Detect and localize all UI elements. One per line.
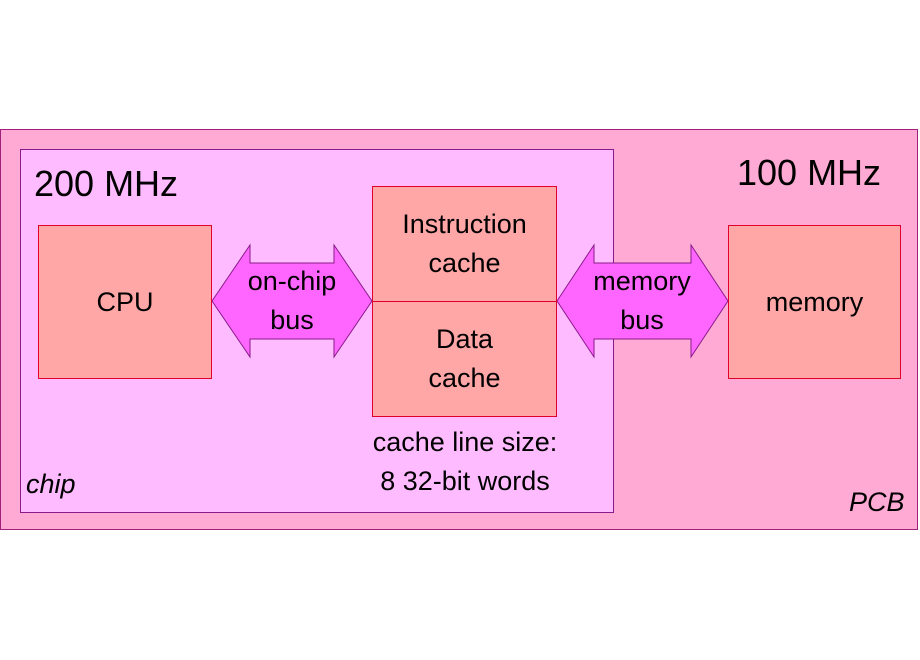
memory-block: memory [728, 225, 901, 379]
pcb-frequency: 100 MHz [737, 152, 882, 193]
on-chip-bus-label: on-chip bus [247, 266, 337, 335]
data-cache-block: Data cache [372, 301, 557, 417]
memory-bus-label: memory bus [593, 266, 691, 335]
cache-line-note: cache line size: 8 32-bit words [372, 427, 558, 496]
cpu-block: CPU [38, 225, 212, 379]
chip-frequency: 200 MHz [34, 163, 179, 204]
instruction-cache-block: Instruction cache [372, 186, 557, 302]
pcb-label: PCB [849, 487, 905, 517]
chip-label: chip [26, 469, 76, 499]
